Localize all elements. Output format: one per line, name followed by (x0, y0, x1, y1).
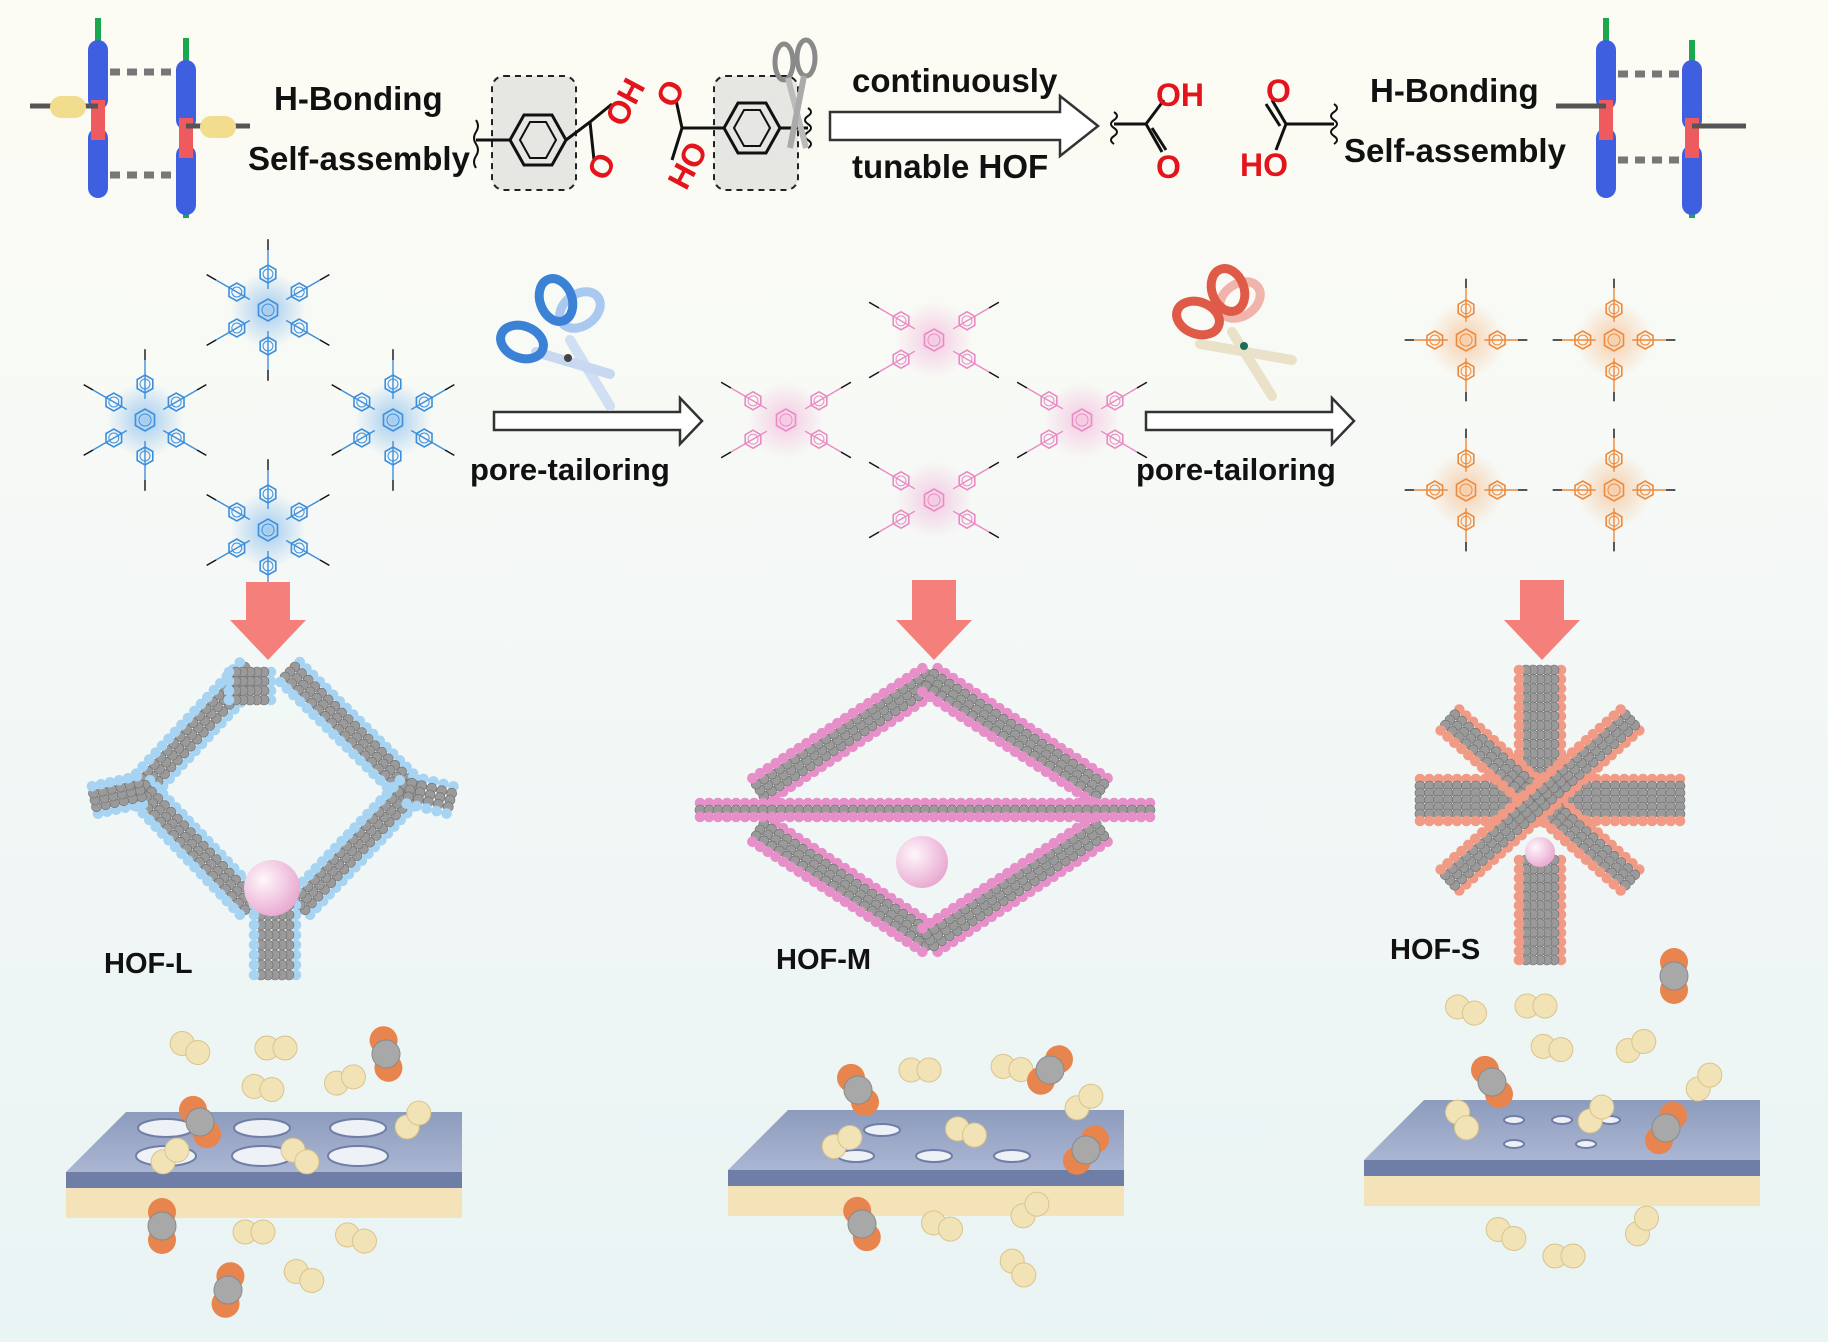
arrow-top-label: continuously (852, 62, 1058, 99)
pore-tailoring-arrow-2 (1144, 394, 1356, 448)
hof-s-linker-network (1404, 278, 1676, 552)
arrow-bottom-label: tunable HOF (852, 148, 1049, 185)
left-hbond-schematic (30, 18, 250, 218)
oh-label-2: OH (1156, 77, 1204, 113)
carboxyl-fragment (1110, 99, 1168, 153)
down-arrow-l (230, 582, 306, 660)
hof-m-linker-network (720, 301, 1148, 539)
pore-tailoring-arrow-1 (492, 394, 704, 448)
right-hbonding-label: H-Bonding (1370, 72, 1539, 109)
scissors-icon-red (1172, 264, 1297, 401)
gas-molecules (147, 948, 1723, 1318)
scissors-icon-blue (496, 274, 615, 411)
o-label-4: O (1266, 73, 1291, 109)
benzoic-fragment-right (670, 75, 812, 191)
right-hbond-schematic (1556, 18, 1746, 218)
hof-s-framework-model (1414, 664, 1686, 966)
ho-label-2: HO (1240, 147, 1288, 183)
pore-tailoring-label-2: pore-tailoring (1136, 452, 1336, 487)
hof-l-framework-model (86, 656, 459, 981)
pore-tailoring-label-1: pore-tailoring (470, 452, 670, 487)
carboxyl-fragment-right (1264, 99, 1338, 151)
hof-l-linker-network (83, 239, 455, 601)
hof-s-label: HOF-S (1390, 934, 1481, 966)
scissors-icon-gray (772, 37, 818, 149)
benzoic-fragment-left (473, 75, 613, 191)
hof-m-framework-model (694, 662, 1156, 958)
right-selfassembly-label: Self-assembly (1344, 132, 1566, 169)
down-arrow-m (896, 580, 972, 660)
o-label-3: O (1156, 149, 1181, 185)
hof-m-label: HOF-M (776, 944, 872, 976)
hof-s-membrane (1364, 1100, 1760, 1206)
down-arrow-s (1504, 580, 1580, 660)
tuning-arrow (828, 93, 1101, 159)
hof-l-label: HOF-L (104, 948, 193, 980)
left-hbonding-label: H-Bonding (274, 80, 443, 117)
left-selfassembly-label: Self-assembly (248, 140, 470, 177)
